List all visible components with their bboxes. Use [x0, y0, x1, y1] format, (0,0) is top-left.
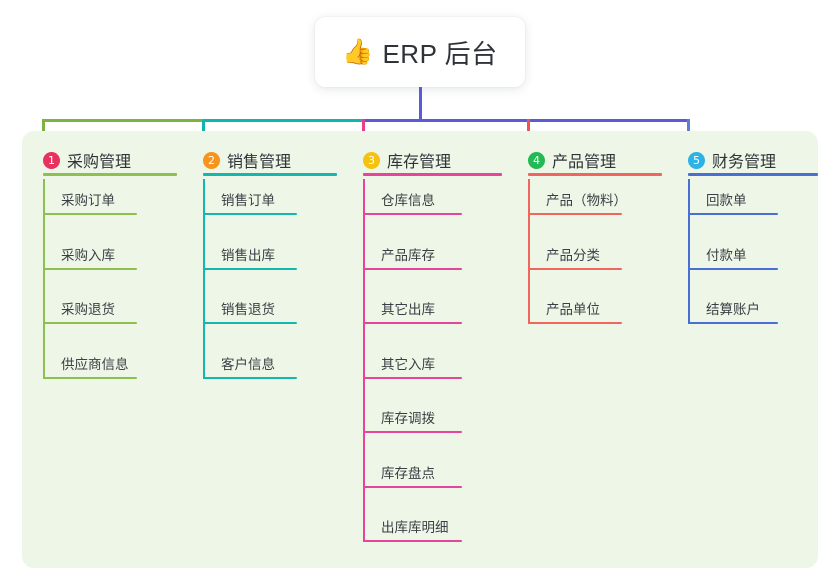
item-rule: [688, 267, 778, 270]
item-rule: [363, 540, 462, 542]
column-header-rule-2: [203, 173, 337, 176]
bus-segment-purple: [361, 119, 690, 122]
item-rule: [203, 267, 297, 270]
item-label[interactable]: 其它入库: [381, 356, 435, 372]
item-label[interactable]: 销售出库: [221, 247, 275, 263]
item-rule: [688, 213, 778, 215]
root-stem-connector: [418, 87, 422, 122]
column-badge-2: 2: [203, 151, 220, 169]
item-label[interactable]: 采购退货: [61, 302, 115, 317]
item-label[interactable]: 结算账户: [706, 302, 760, 317]
item-label[interactable]: 库存盘点: [381, 465, 435, 481]
item-rule: [363, 322, 462, 324]
column-title-5: 财务管理: [712, 154, 777, 171]
column-header-2[interactable]: 2 销售管理: [187, 145, 291, 175]
bus-segment-teal: [201, 119, 363, 122]
item-label[interactable]: 仓库信息: [381, 193, 435, 208]
column-header-1[interactable]: 1 采购管理: [27, 145, 131, 175]
column-header-rule-4: [528, 173, 662, 176]
item-rule: [528, 213, 622, 215]
item-rule: [43, 376, 137, 379]
item-rule: [688, 322, 778, 324]
column-title-4: 产品管理: [552, 154, 617, 171]
item-label[interactable]: 库存调拨: [381, 411, 435, 426]
column-badge-1: 1: [43, 151, 60, 169]
item-rule: [363, 376, 462, 379]
item-label[interactable]: 产品（物料）: [546, 193, 627, 208]
item-rule: [528, 322, 622, 324]
column-header-4[interactable]: 4 产品管理: [512, 145, 616, 175]
root-node-content: 👍 ERP 后台: [342, 34, 497, 71]
column-badge-4: 4: [528, 151, 545, 169]
item-label[interactable]: 回款单: [706, 193, 747, 208]
item-label[interactable]: 销售订单: [221, 193, 275, 208]
column-spine-1: [43, 179, 45, 379]
column-title-3: 库存管理: [387, 154, 452, 171]
thumbs-up-icon: 👍: [342, 37, 374, 66]
column-badge-5: 5: [688, 151, 705, 169]
chart-panel: 1 采购管理采购订单采购入库采购退货供应商信息 2 销售管理销售订单销售出库销售退货客…: [22, 131, 818, 568]
column-spine-3: [363, 179, 365, 542]
item-label[interactable]: 销售退货: [221, 302, 275, 317]
item-rule: [203, 376, 297, 379]
root-node-erp[interactable]: 👍 ERP 后台: [315, 17, 525, 87]
item-label[interactable]: 产品单位: [546, 302, 600, 317]
column-spine-4: [528, 179, 530, 324]
item-rule: [43, 322, 137, 324]
item-label[interactable]: 供应商信息: [61, 356, 129, 372]
item-label[interactable]: 付款单: [706, 247, 747, 263]
column-spine-2: [203, 179, 205, 379]
column-title-2: 销售管理: [227, 154, 292, 171]
root-node-label: ERP 后台: [382, 38, 498, 69]
item-label[interactable]: 采购入库: [61, 247, 115, 263]
item-rule: [43, 267, 137, 270]
item-rule: [203, 213, 297, 215]
item-rule: [363, 213, 462, 215]
item-label[interactable]: 客户信息: [221, 356, 275, 372]
column-title-1: 采购管理: [67, 154, 132, 171]
column-spine-5: [688, 179, 690, 324]
column-header-rule-1: [43, 173, 177, 176]
item-rule: [363, 485, 462, 488]
column-header-3[interactable]: 3 库存管理: [347, 145, 451, 175]
item-label[interactable]: 产品库存: [381, 247, 435, 263]
column-header-5[interactable]: 5 财务管理: [672, 145, 776, 175]
item-rule: [43, 213, 137, 215]
bus-segment-green: [41, 119, 203, 122]
column-header-rule-3: [363, 173, 502, 176]
item-rule: [363, 267, 462, 270]
item-label[interactable]: 其它出库: [381, 302, 435, 317]
item-label[interactable]: 产品分类: [546, 247, 600, 263]
item-label[interactable]: 出库库明细: [381, 520, 449, 535]
item-rule: [528, 267, 622, 270]
item-rule: [203, 322, 297, 324]
column-header-rule-5: [688, 173, 818, 176]
item-label[interactable]: 采购订单: [61, 193, 115, 208]
column-badge-3: 3: [363, 151, 380, 169]
item-rule: [363, 431, 462, 433]
